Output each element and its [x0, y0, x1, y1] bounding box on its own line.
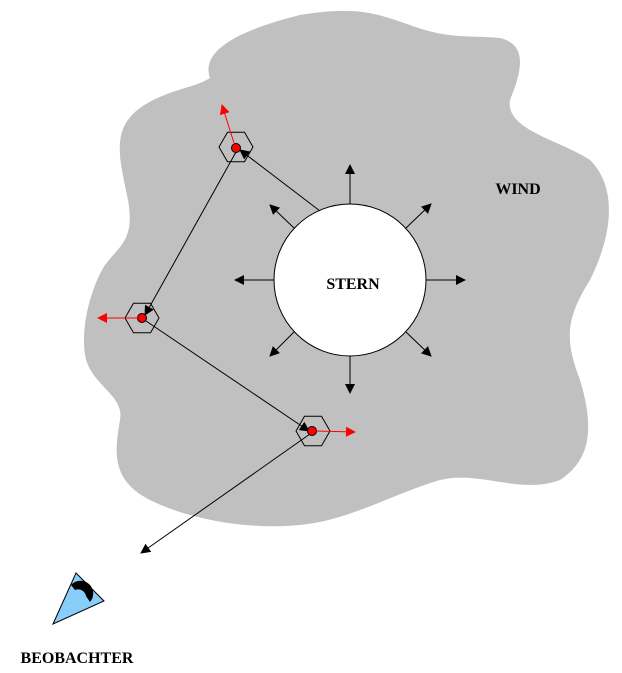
hexagon-dust-grain-icon	[218, 131, 254, 163]
ray-particle-3-to-observer	[140, 433, 311, 554]
wind-label: WIND	[495, 181, 540, 198]
observer-eye-cone	[52, 572, 105, 625]
light-path	[140, 149, 321, 554]
particle-dot	[231, 143, 241, 153]
eye-icon	[52, 572, 105, 625]
radial-wind-arrows	[234, 164, 466, 394]
radial-arrow-bottom-right	[405, 331, 432, 357]
particle-1	[218, 104, 254, 163]
particle-dot	[307, 426, 317, 436]
polarization-arrow	[219, 104, 235, 144]
ray-particle-2-to-particle-3	[145, 320, 310, 432]
polarization-arrow	[315, 426, 356, 437]
hexagon-dust-grain-icon	[295, 415, 331, 447]
particle-2	[97, 302, 160, 334]
particle-dot	[137, 313, 147, 323]
radial-arrow-bottom-left	[269, 331, 295, 357]
star-label: STERN	[326, 276, 380, 293]
observer-pupil	[71, 580, 94, 602]
radial-arrow-top-right	[405, 203, 432, 229]
particle-3	[295, 415, 356, 447]
ray-particle-1-to-particle-2	[144, 151, 237, 316]
observer-label: BEOBACHTER	[21, 650, 134, 667]
ray-star-to-particle-1	[239, 149, 321, 212]
radial-arrow-top-left	[269, 204, 295, 229]
